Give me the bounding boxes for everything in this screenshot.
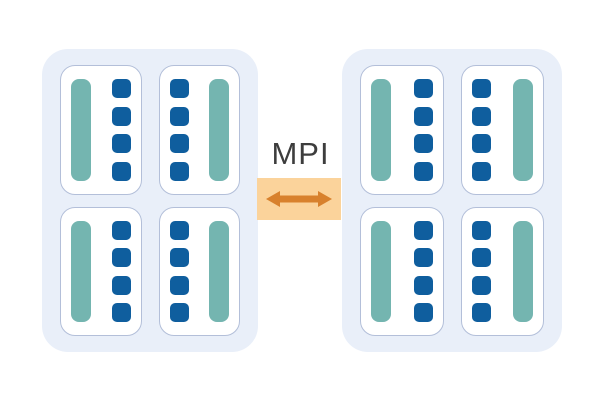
core-square [169,161,189,181]
socket-card [360,206,444,336]
core-square [111,275,131,295]
accelerator-bar [513,220,533,322]
core-square [413,134,433,153]
core-square [169,134,189,153]
core-column [471,79,491,181]
core-square [413,275,433,295]
accelerator-bar [71,220,91,322]
compute-node-left [42,49,258,352]
core-column [111,79,131,181]
core-square [169,275,189,295]
core-square [111,248,131,267]
core-square [169,220,189,240]
core-square [413,220,433,240]
core-square [413,106,433,126]
core-column [413,79,433,181]
accelerator-bar [371,79,391,181]
core-column [413,220,433,322]
core-square [169,79,189,98]
core-square [413,248,433,267]
core-square [413,161,433,181]
accelerator-bar [209,79,229,181]
socket-card [360,65,444,195]
core-square [471,248,491,267]
socket-card [60,206,142,336]
accelerator-bar [71,79,91,181]
core-column [169,79,189,181]
core-square [169,106,189,126]
core-column [111,220,131,322]
core-square [471,275,491,295]
accelerator-bar [371,220,391,322]
socket-card [460,206,544,336]
bidirectional-arrow-icon [266,191,332,207]
core-square [169,303,189,322]
core-square [111,220,131,240]
core-square [471,134,491,153]
compute-node-right [342,49,562,352]
core-square [471,161,491,181]
core-square [111,79,131,98]
socket-card [158,65,240,195]
core-square [471,106,491,126]
accelerator-bar [209,220,229,322]
socket-card [460,65,544,195]
socket-card [60,65,142,195]
core-square [471,79,491,98]
core-square [413,303,433,322]
core-square [169,248,189,267]
core-square [471,303,491,322]
core-column [471,220,491,322]
core-column [169,220,189,322]
core-square [111,134,131,153]
socket-card [158,206,240,336]
core-square [471,220,491,240]
core-square [111,303,131,322]
core-square [111,106,131,126]
mpi-interconnect-link [257,178,341,220]
mpi-label: MPI [271,136,330,171]
accelerator-bar [513,79,533,181]
core-square [111,161,131,181]
core-square [413,79,433,98]
